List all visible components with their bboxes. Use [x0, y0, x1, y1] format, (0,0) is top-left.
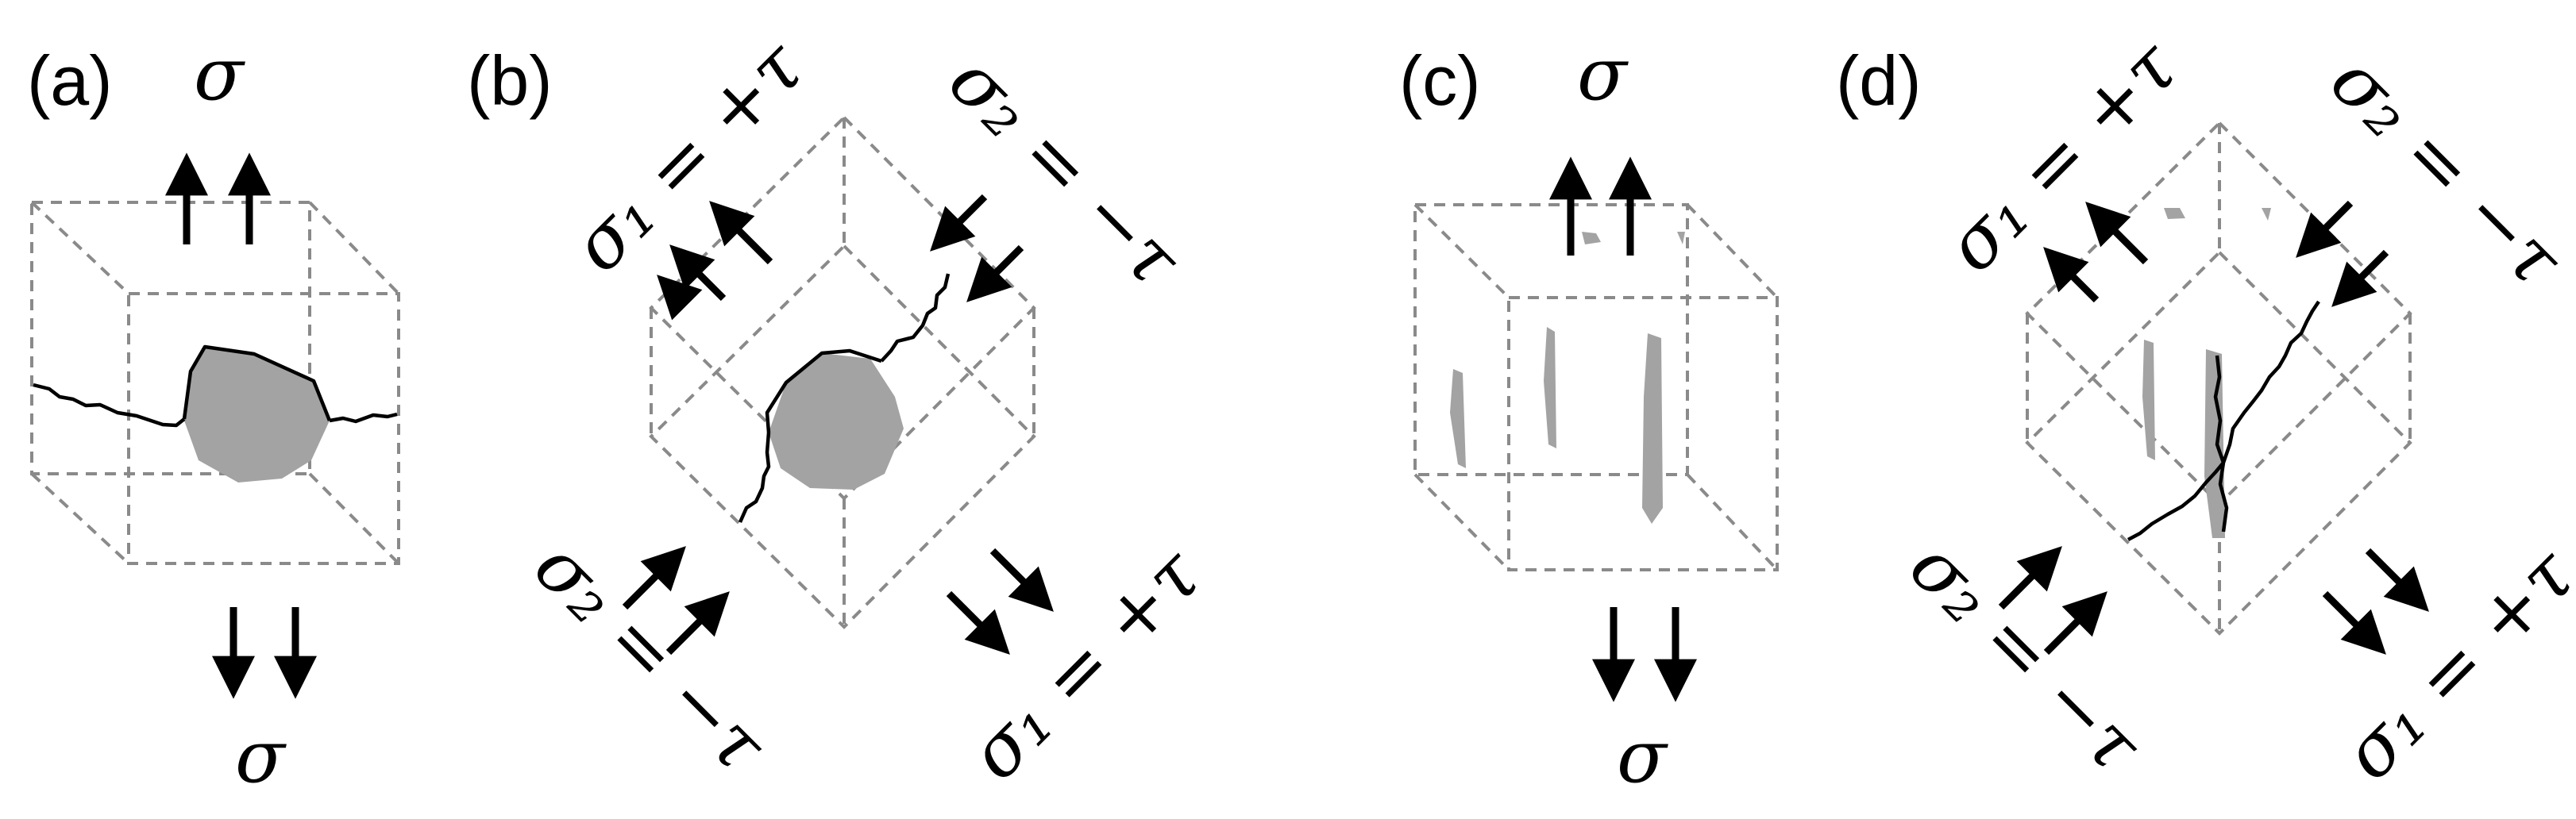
arrow-b-ul-2	[669, 244, 727, 302]
interface-debond-b	[765, 348, 882, 433]
arrow-b-ll-2	[665, 591, 730, 656]
arrow-d-ll-1	[1998, 546, 2062, 610]
panel-d: (d) σ₁ = +τ σ₂ = −τ σ₂ = −τ σ₁ = +τ	[1836, 24, 2576, 797]
shear-label-lower-left-b: σ₂ = −τ	[518, 524, 783, 789]
fibre-d-top-1	[2164, 208, 2185, 219]
shear-label-lower-left-d: σ₂ = −τ	[1893, 524, 2158, 789]
crack-a	[33, 383, 398, 428]
arrow-d-lr-1	[2322, 590, 2386, 655]
fibre-c-3	[1642, 333, 1663, 524]
arrow-d-ul-1	[2043, 247, 2100, 303]
fibre-c-1	[1450, 369, 1466, 468]
arrow-d-lr-2	[2365, 548, 2429, 612]
fibre-c-top-1	[1582, 232, 1601, 244]
arrow-b-ur-2	[966, 244, 1024, 302]
panel-label-d: (d)	[1836, 41, 1922, 120]
arrow-b-ul-3	[709, 201, 773, 265]
fibre-d-1	[2142, 340, 2155, 460]
cube-c	[1413, 203, 1779, 571]
stress-label-bottom-c: σ	[1617, 714, 1668, 799]
particle-a	[184, 347, 330, 483]
shear-label-lower-right-b: σ₁ = +τ	[953, 532, 1218, 797]
arrow-d-ur-1	[2296, 200, 2354, 258]
shear-label-upper-left-d: σ₁ = +τ	[1930, 24, 2195, 289]
fibre-c-2	[1544, 327, 1556, 448]
arrow-b-ur-1	[930, 194, 988, 252]
arrow-d-ur-2	[2331, 249, 2389, 307]
interface-debond-a	[182, 344, 332, 421]
stress-label-top-a: σ	[194, 32, 245, 117]
shear-label-lower-right-d: σ₁ = +τ	[2327, 532, 2576, 797]
crack-b	[738, 273, 951, 523]
arrow-d-ul-2	[2085, 202, 2149, 265]
panel-b: (b) σ₁ = +τ σ₂ = −τ σ₂ = −τ σ₁ = +τ	[467, 24, 1218, 797]
arrow-d-ll-2	[2043, 591, 2107, 656]
particle-b	[769, 353, 904, 490]
shear-label-upper-right-b: σ₂ = −τ	[932, 38, 1197, 303]
cube-a	[30, 201, 400, 565]
panel-label-c: (c)	[1399, 41, 1481, 120]
panel-a: (a) σ σ	[27, 32, 400, 799]
panel-c: (c) σ σ	[1399, 32, 1779, 799]
stress-label-top-c: σ	[1577, 32, 1629, 117]
panel-label-a: (a)	[27, 41, 113, 120]
arrow-b-lr-2	[989, 548, 1054, 612]
shear-label-upper-left-b: σ₁ = +τ	[556, 24, 821, 289]
fibre-d-2	[2204, 349, 2225, 538]
arrow-b-ll-1	[622, 546, 686, 610]
crack-d	[2127, 300, 2320, 541]
fibre-d-top-2	[2262, 208, 2271, 221]
arrow-b-lr-1	[946, 590, 1010, 655]
arrow-b-ul-1	[657, 275, 703, 321]
fibre-c-top-2	[1677, 232, 1685, 244]
stress-label-bottom-a: σ	[235, 714, 287, 799]
shear-label-upper-right-d: σ₂ = −τ	[2314, 38, 2576, 303]
panel-label-b: (b)	[467, 41, 553, 120]
